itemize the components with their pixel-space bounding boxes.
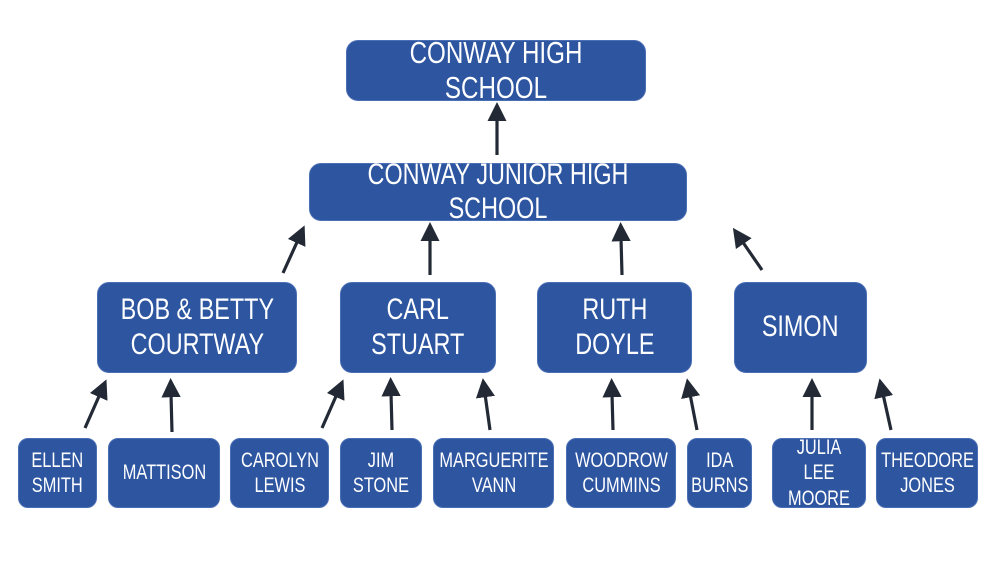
node-child: IDA BURNS [687,438,752,508]
node-child: JULIA LEE MOORE [772,436,866,510]
node-label: JIM STONE [352,448,410,497]
node-label: MARGUERITE VANN [438,448,549,497]
node-label: CARL STUART [371,293,465,361]
node-label: RUTH DOYLE [574,293,655,361]
node-label: ELLEN SMITH [31,448,84,497]
node-root: CONWAY HIGH SCHOOL [346,35,646,104]
arrow-carolyn-to-stuart [320,379,345,429]
node-child: JIM STONE [340,438,422,508]
node-family: BOB & BETTY COURTWAY [97,282,297,373]
node-label: WOODROW CUMMINS [574,448,668,497]
node-label: BOB & BETTY COURTWAY [120,293,274,361]
arrow-woodrow-to-doyle [602,378,622,431]
arrow-courtway-to-junior [281,225,306,274]
node-label: CAROLYN LEWIS [240,448,319,497]
node-label: CONWAY JUNIOR HIGH SCHOOL [367,158,629,225]
node-child: ELLEN SMITH [18,438,97,508]
node-child: CAROLYN LEWIS [230,438,329,508]
node-label: MATTISON [122,461,206,485]
arrow-simon-to-junior [732,227,764,271]
node-label: SIMON [762,310,839,344]
arrow-ida-to-doyle [681,378,701,431]
node-label: CONWAY HIGH SCHOOL [409,34,583,105]
node-family: RUTH DOYLE [537,282,692,373]
arrow-marguerite-to-stuart [475,378,495,431]
arrow-theodore-to-simon [874,378,894,431]
node-child: THEODORE JONES [876,438,978,508]
node-child: MATTISON [108,438,220,508]
node-child: WOODROW CUMMINS [566,438,676,508]
arrow-jim-to-stuart [381,377,401,431]
arrow-mattison-to-courtway [161,378,181,433]
node-label: JULIA LEE MOORE [788,436,850,510]
node-child: MARGUERITE VANN [433,438,554,508]
node-family: SIMON [734,282,867,373]
node-label: THEODORE JONES [880,448,974,497]
arrow-doyle-to-junior [611,222,631,276]
node-junior: CONWAY JUNIOR HIGH SCHOOL [309,158,687,225]
node-family: CARL STUART [340,282,496,373]
node-label: IDA BURNS [690,448,749,497]
arrow-ellen-to-courtway [83,379,108,429]
